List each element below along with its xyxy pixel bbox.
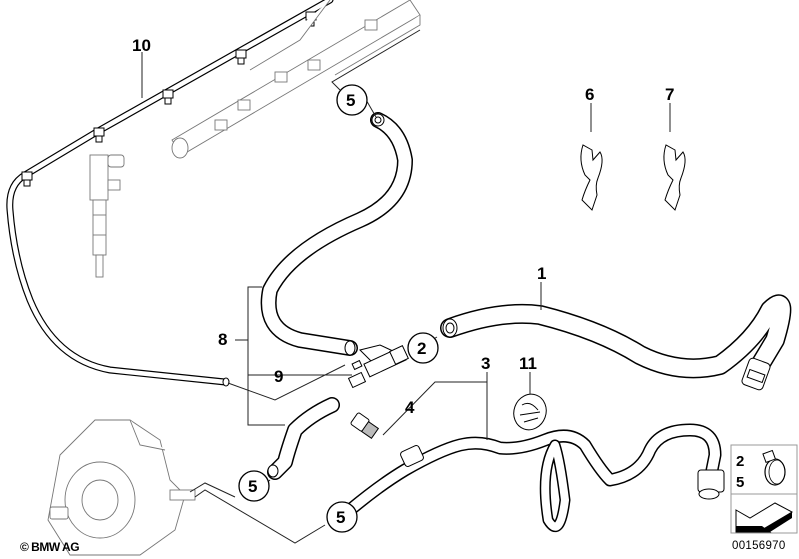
arrow-icon: [735, 502, 794, 533]
callout-2: 2: [417, 339, 426, 358]
callout-8: 8: [218, 330, 227, 349]
callout-10: 10: [132, 36, 151, 55]
line-3: [343, 423, 725, 533]
document-number: 00156970: [732, 540, 786, 552]
callout-4: 4: [405, 398, 415, 417]
hose-8-upper: [260, 112, 413, 356]
callout-circle-5-top: [336, 84, 368, 116]
sensor-4: [350, 412, 380, 440]
legend-num-5: 5: [736, 474, 744, 491]
callout-5-top: 5: [346, 91, 355, 110]
callout-5-bottom: 5: [336, 508, 345, 527]
callout-circle-5-left: [238, 470, 270, 502]
callout-circle-5-bottom: [326, 501, 358, 533]
fuel-rail: [171, 0, 421, 159]
t-connectors: [21, 11, 317, 187]
hose-clamp-icon: [762, 449, 786, 486]
callout-1: 1: [537, 264, 546, 283]
callout-5-left: 5: [248, 477, 257, 496]
callout-7: 7: [665, 85, 674, 104]
clip-6: [580, 144, 603, 211]
t-piece-9: [347, 344, 409, 389]
callout-9: 9: [274, 367, 283, 386]
hose-8-lower: [267, 397, 340, 480]
callout-6: 6: [585, 85, 594, 104]
injector: [89, 154, 125, 278]
grommet-11: [513, 393, 547, 431]
legend-num-2: 2: [736, 453, 744, 470]
high-pressure-pump: [47, 419, 196, 556]
copyright-text: © BMW AG: [20, 540, 80, 554]
leak-off-line-10: [6, 0, 334, 387]
callout-3: 3: [481, 354, 490, 373]
callout-11: 11: [519, 354, 537, 373]
hose-1: [440, 294, 792, 391]
clip-7: [663, 144, 686, 211]
callout-circle-2: [407, 332, 439, 364]
legend-box: 2 5: [730, 444, 798, 534]
